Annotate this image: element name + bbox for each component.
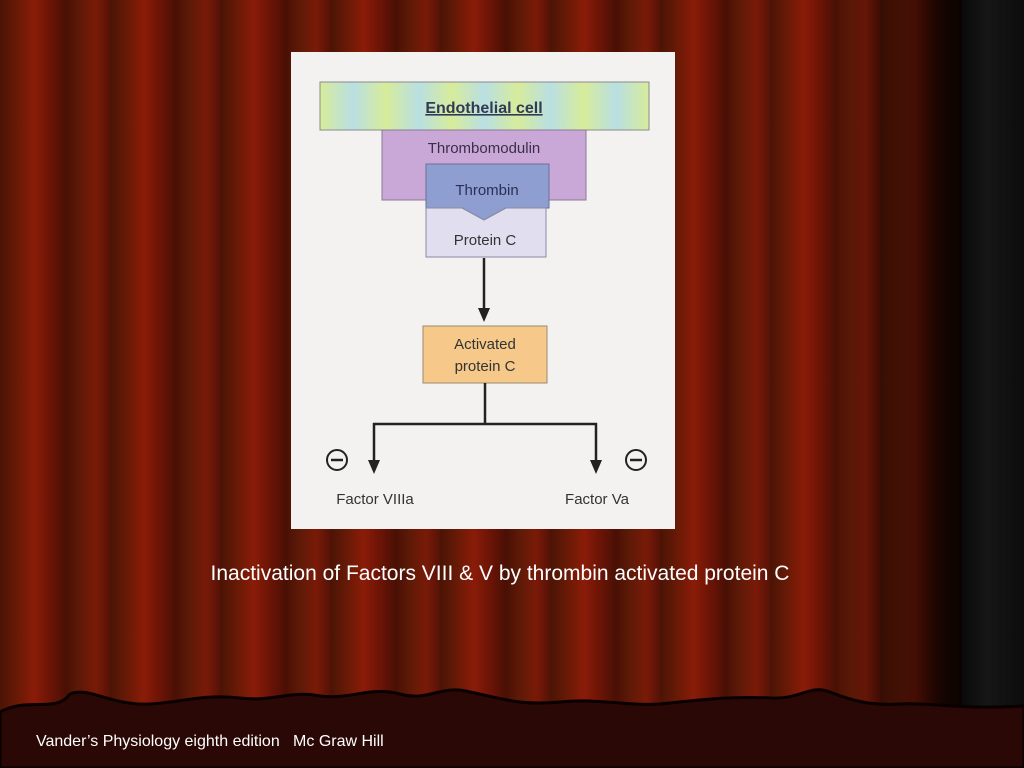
activated-protein-c-label-line2: protein C <box>455 358 516 375</box>
thrombomodulin-label: Thrombomodulin <box>428 140 541 157</box>
protein-c-label: Protein C <box>454 232 517 249</box>
endothelial-cell-label: Endothelial cell <box>425 100 542 117</box>
activated-protein-c-label-line1: Activated <box>454 336 516 353</box>
branch-right-arrow-head <box>590 460 602 474</box>
source-credit: Vander’s Physiology eighth edition Mc Gr… <box>36 733 384 750</box>
branch-left-arrow-head <box>368 460 380 474</box>
factor-viiia-label: Factor VIIIa <box>336 491 414 508</box>
inhibition-icon-left <box>326 449 348 471</box>
activation-arrow-head <box>478 308 490 322</box>
endothelial-cell-band <box>319 81 650 131</box>
thrombin-label: Thrombin <box>455 182 518 199</box>
protein-c-pathway-diagram: Endothelial cell Thrombomodulin Thrombin… <box>319 81 650 508</box>
slide-caption: Inactivation of Factors VIII & V by thro… <box>210 562 790 585</box>
factor-va-label: Factor Va <box>565 491 630 508</box>
curtain-shadow <box>962 0 1024 768</box>
inhibition-icon-right <box>625 449 647 471</box>
activated-protein-c-box <box>422 325 548 384</box>
curtain-fringe <box>0 688 1024 768</box>
protein-c-box <box>425 207 547 258</box>
figure-panel: Endothelial cell Thrombomodulin Thrombin… <box>291 52 675 529</box>
